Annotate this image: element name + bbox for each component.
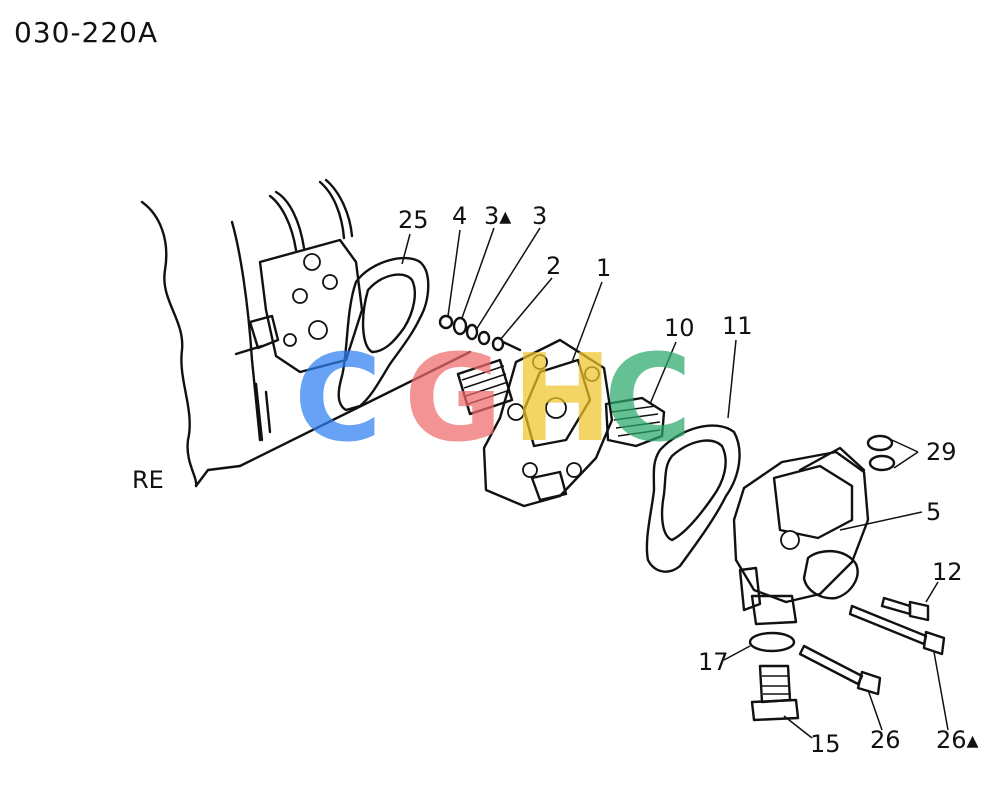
callout-10: 10 — [664, 314, 695, 342]
part-17-o-ring — [748, 631, 796, 653]
part-26a-bolt — [848, 604, 946, 656]
part-1-pump-body — [482, 338, 614, 508]
watermark-letter: G — [404, 330, 503, 469]
callout-3: 3 — [532, 202, 547, 230]
watermark-letter: C — [604, 330, 692, 469]
callout-4: 4 — [452, 202, 467, 230]
leader-lines — [401, 227, 949, 739]
part-5-pump-cover — [732, 446, 870, 626]
callout-3-marked: 3▴ — [484, 202, 511, 230]
part-15-strainer — [750, 664, 800, 722]
part-12-bolt — [880, 596, 930, 622]
callout-5: 5 — [926, 498, 941, 526]
part-29-plugs — [866, 434, 896, 472]
callout-25: 25 — [398, 206, 429, 234]
watermark-letter: C — [294, 330, 382, 469]
callout-17: 17 — [698, 648, 729, 676]
part-26-bolt — [798, 644, 882, 696]
watermark-logo: C G H C — [294, 330, 692, 469]
part-25-gasket — [337, 256, 430, 412]
engine-block — [140, 178, 364, 488]
side-label: RE — [132, 466, 164, 494]
callout-29: 29 — [926, 438, 957, 466]
shaft-line — [238, 350, 472, 468]
callout-26: 26 — [870, 726, 901, 754]
part-2-pin — [491, 336, 522, 352]
part-10-impeller — [604, 396, 666, 448]
callout-1: 1 — [596, 254, 611, 282]
part-4-ring — [438, 314, 454, 330]
part-3-bushings — [452, 316, 491, 346]
drive-gear — [456, 358, 514, 416]
callout-11: 11 — [722, 312, 753, 340]
part-11-gasket — [645, 424, 741, 573]
callout-26-marked: 26▴ — [936, 726, 979, 754]
callouts: 25 4 3▴ 3 2 1 10 11 29 5 12 17 15 26 26▴ — [398, 202, 979, 758]
callout-15: 15 — [810, 730, 841, 758]
callout-2: 2 — [546, 252, 561, 280]
watermark-letter: H — [512, 330, 612, 469]
callout-12: 12 — [932, 558, 963, 586]
diagram-code: 030-220A — [14, 16, 158, 49]
